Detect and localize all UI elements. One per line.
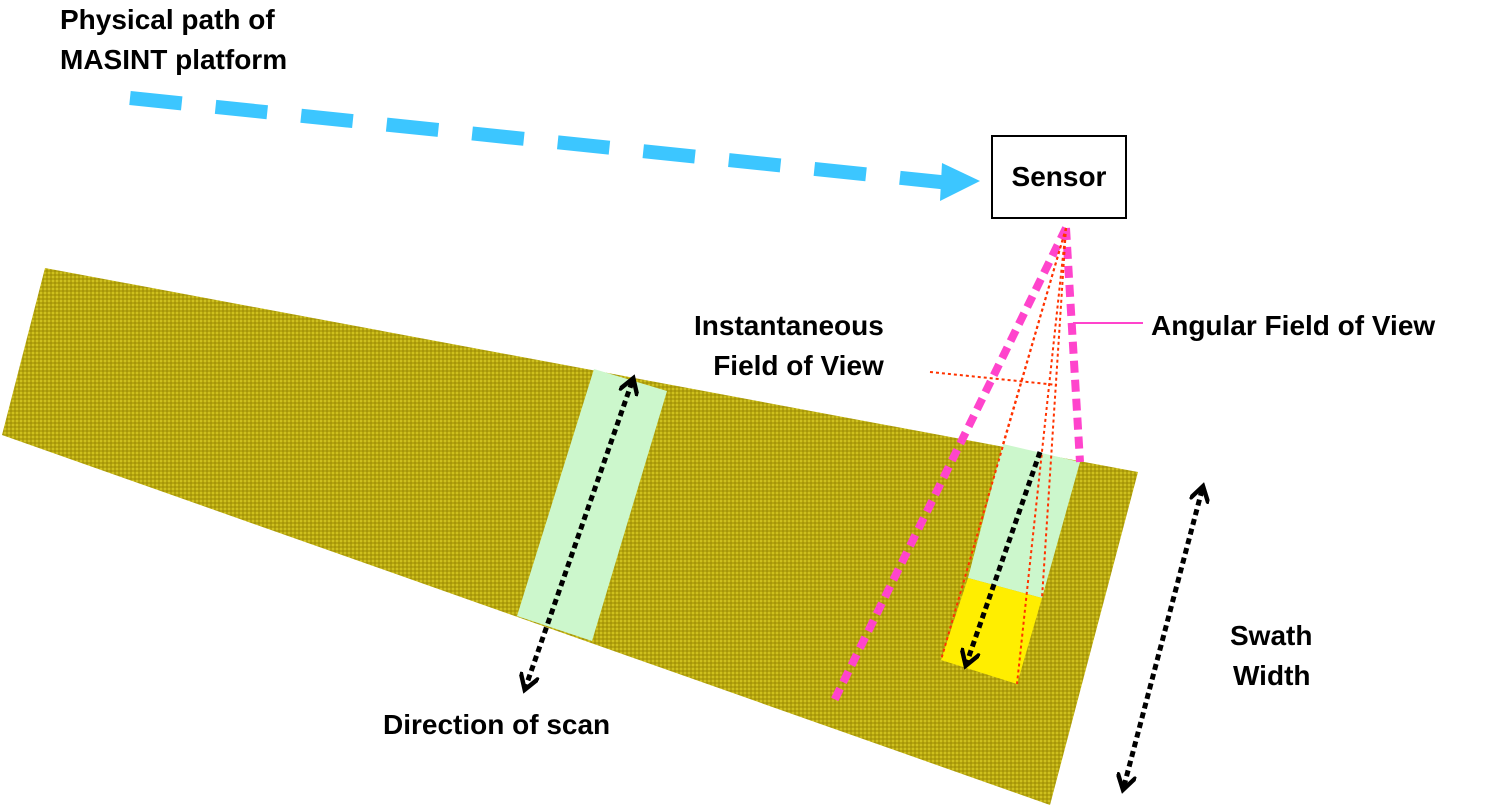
ifov-label: Instantaneous Field of View: [694, 306, 884, 386]
ifov-label-line2: Field of View: [713, 350, 884, 381]
ifov-direction-arrow: [967, 451, 1043, 662]
afov-left-line: [828, 226, 1070, 707]
direction-of-scan-label: Direction of scan: [383, 709, 611, 740]
platform-path-label: Physical path of MASINT platform: [60, 0, 287, 80]
ifov-line-3: [1002, 227, 1067, 445]
platform-path-label-line1: Physical path of: [60, 4, 275, 35]
ifov-label-line1: Instantaneous: [694, 310, 884, 341]
swath-width-arrow: [1124, 490, 1202, 786]
afov-right-line: [1062, 227, 1084, 463]
ifov-line-2: [1016, 227, 1067, 685]
ifov-line-4: [1041, 227, 1067, 599]
platform-path-label-line2: MASINT platform: [60, 44, 288, 75]
swath-width-label: Swath Width: [1230, 616, 1312, 696]
ifov-strip: [968, 444, 1080, 598]
swath-width-label-line2: Width: [1233, 660, 1311, 691]
afov-label: Angular Field of View: [1151, 310, 1436, 341]
platform-path-line: [129, 91, 951, 190]
swath-width-label-line1: Swath: [1230, 620, 1313, 651]
sensor-box: Sensor: [991, 135, 1127, 219]
scan-direction-arrow: [526, 382, 632, 686]
sensor-label: Sensor: [1011, 161, 1107, 192]
platform-path-arrowhead: [940, 163, 980, 201]
